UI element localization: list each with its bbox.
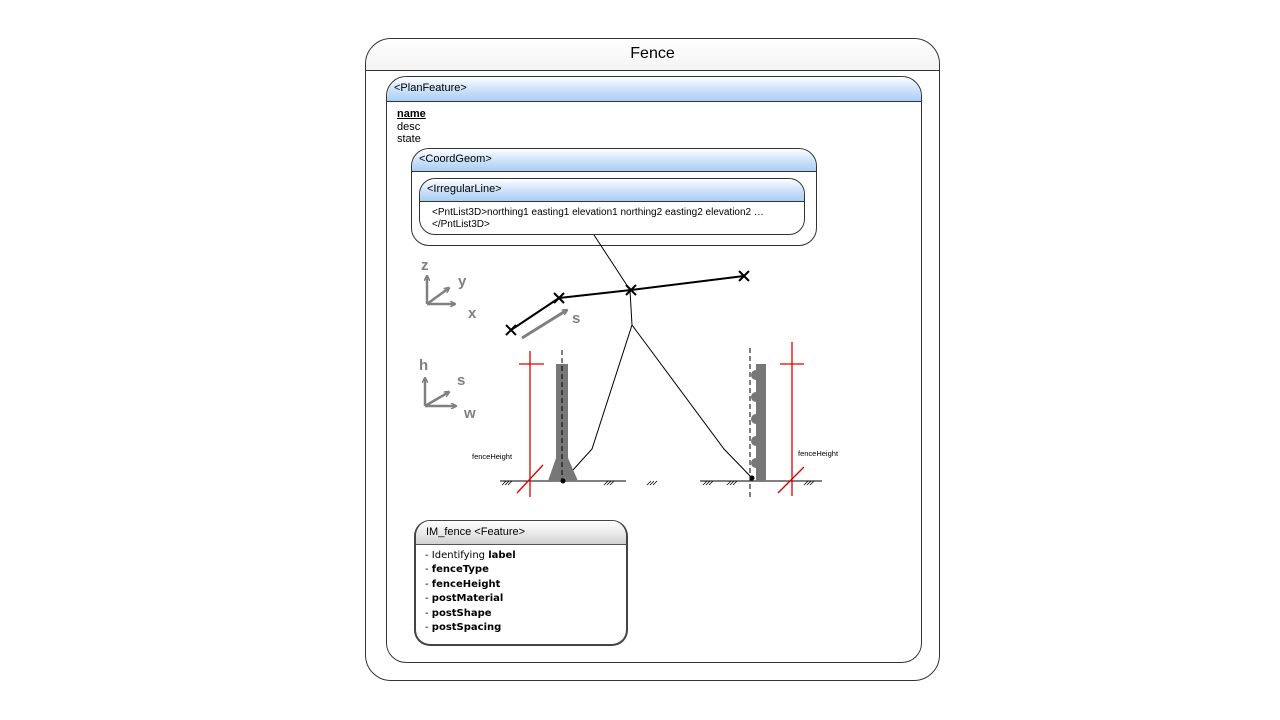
right-fence-height-dimension: [777, 342, 805, 496]
connector-to-right-post: [631, 324, 753, 479]
pnt-list-line1: <PntList3D>northing1 easting1 elevation1…: [432, 207, 764, 218]
irregular-line-frame: <IrregularLine> <PntList3D>northing1 eas…: [419, 178, 805, 235]
s-direction-label: s: [572, 310, 580, 327]
left-fence-height-label: fenceHeight: [472, 452, 513, 461]
vertex-marker-2: [553, 292, 565, 304]
right-fence-post: [756, 364, 766, 481]
axis-w-label: w: [463, 405, 476, 422]
coord-geom-header: <CoordGeom>: [412, 149, 816, 172]
vertex-markers: [505, 270, 750, 336]
s-direction-arrow: [521, 310, 567, 340]
plan-feature-header: <PlanFeature>: [387, 77, 921, 102]
attr-state: state: [397, 133, 421, 145]
right-post-point: [749, 475, 755, 481]
fence-title: Fence: [366, 39, 939, 71]
axis-y-label: y: [458, 273, 467, 290]
axes-top: [427, 276, 455, 304]
vertex-marker-1: [505, 324, 517, 336]
im-item-fence-type: - fenceType: [425, 564, 489, 576]
vertex-marker-4: [738, 270, 750, 282]
pnt-list-line2: </PntList3D>: [432, 219, 490, 230]
plan-feature-attributes: name desc state: [397, 108, 426, 146]
im-item-fence-height: - fenceHeight: [425, 578, 501, 590]
im-item-post-shape: - postShape: [425, 607, 492, 619]
left-fence-height-dimension: [516, 351, 544, 497]
im-item-post-spacing: - postSpacing: [425, 622, 502, 634]
im-fence-header: IM_fence <Feature>: [416, 521, 626, 545]
right-post-bumps: [751, 370, 761, 468]
vertex-marker-3: [625, 284, 637, 296]
attr-name: name: [397, 108, 426, 120]
left-fence-post: [548, 364, 578, 481]
axes-bottom: [425, 378, 456, 406]
connector-to-left-post: [562, 289, 633, 482]
connector-lines: [562, 234, 753, 482]
plan-feature-frame: <PlanFeature> name desc state: [386, 76, 922, 663]
axis-x-label: x: [468, 305, 477, 322]
axis-h-label: h: [419, 357, 428, 374]
im-fence-attribute-list: - Identifying label - fenceType - fenceH…: [425, 549, 516, 635]
irregular-line-header: <IrregularLine>: [420, 179, 804, 202]
right-fence-height-label: fenceHeight: [798, 449, 839, 458]
attr-desc: desc: [397, 120, 421, 133]
im-item-label: - Identifying label: [425, 550, 516, 561]
ground-hatching: [501, 480, 815, 486]
connector-to-vertex: [593, 234, 631, 291]
left-post-point: [560, 478, 566, 484]
im-fence-box: IM_fence <Feature> - Identifying label -…: [414, 520, 628, 646]
plan-polyline: [510, 275, 745, 331]
im-item-post-material: - postMaterial: [425, 593, 504, 605]
axis-z-label: z: [421, 257, 429, 274]
axis-s-label: s: [457, 372, 465, 389]
pnt-list-text: <PntList3D>northing1 easting1 elevation1…: [432, 207, 800, 231]
